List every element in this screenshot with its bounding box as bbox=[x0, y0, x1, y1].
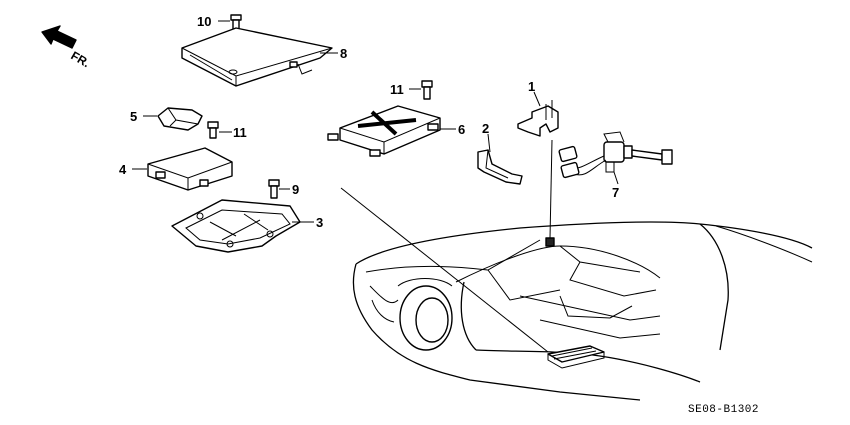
bolt-11-middle-icon bbox=[421, 80, 433, 100]
sensor-connector-7 bbox=[558, 131, 673, 179]
bracket-1 bbox=[517, 100, 559, 137]
callout-1: 1 bbox=[528, 79, 535, 94]
callout-6: 6 bbox=[458, 122, 465, 137]
control-unit-cover-8 bbox=[181, 27, 333, 87]
front-direction-arrow-icon bbox=[41, 25, 77, 49]
callout-2: 2 bbox=[482, 121, 489, 136]
callout-9: 9 bbox=[292, 182, 299, 197]
callout-7: 7 bbox=[612, 185, 619, 200]
mounting-bracket-plate-3 bbox=[171, 199, 301, 253]
callout-10: 10 bbox=[197, 14, 211, 29]
vehicle-outline bbox=[352, 221, 813, 401]
callout-4: 4 bbox=[119, 162, 127, 177]
callout-11-left: 11 bbox=[233, 125, 247, 140]
ecu-6 bbox=[327, 105, 441, 157]
bracket-2 bbox=[477, 149, 523, 185]
diagram-code: SE08-B1302 bbox=[688, 404, 759, 416]
callout-5: 5 bbox=[130, 109, 137, 124]
callout-11-middle: 11 bbox=[390, 82, 404, 97]
callout-3: 3 bbox=[316, 215, 323, 230]
sensor-unit-5 bbox=[157, 107, 203, 131]
bolt-11-left-icon bbox=[207, 121, 219, 139]
front-direction-label: FR. bbox=[69, 48, 93, 70]
callout-8: 8 bbox=[340, 46, 347, 61]
bolt-9-icon bbox=[268, 179, 280, 199]
control-module-4 bbox=[147, 147, 233, 191]
